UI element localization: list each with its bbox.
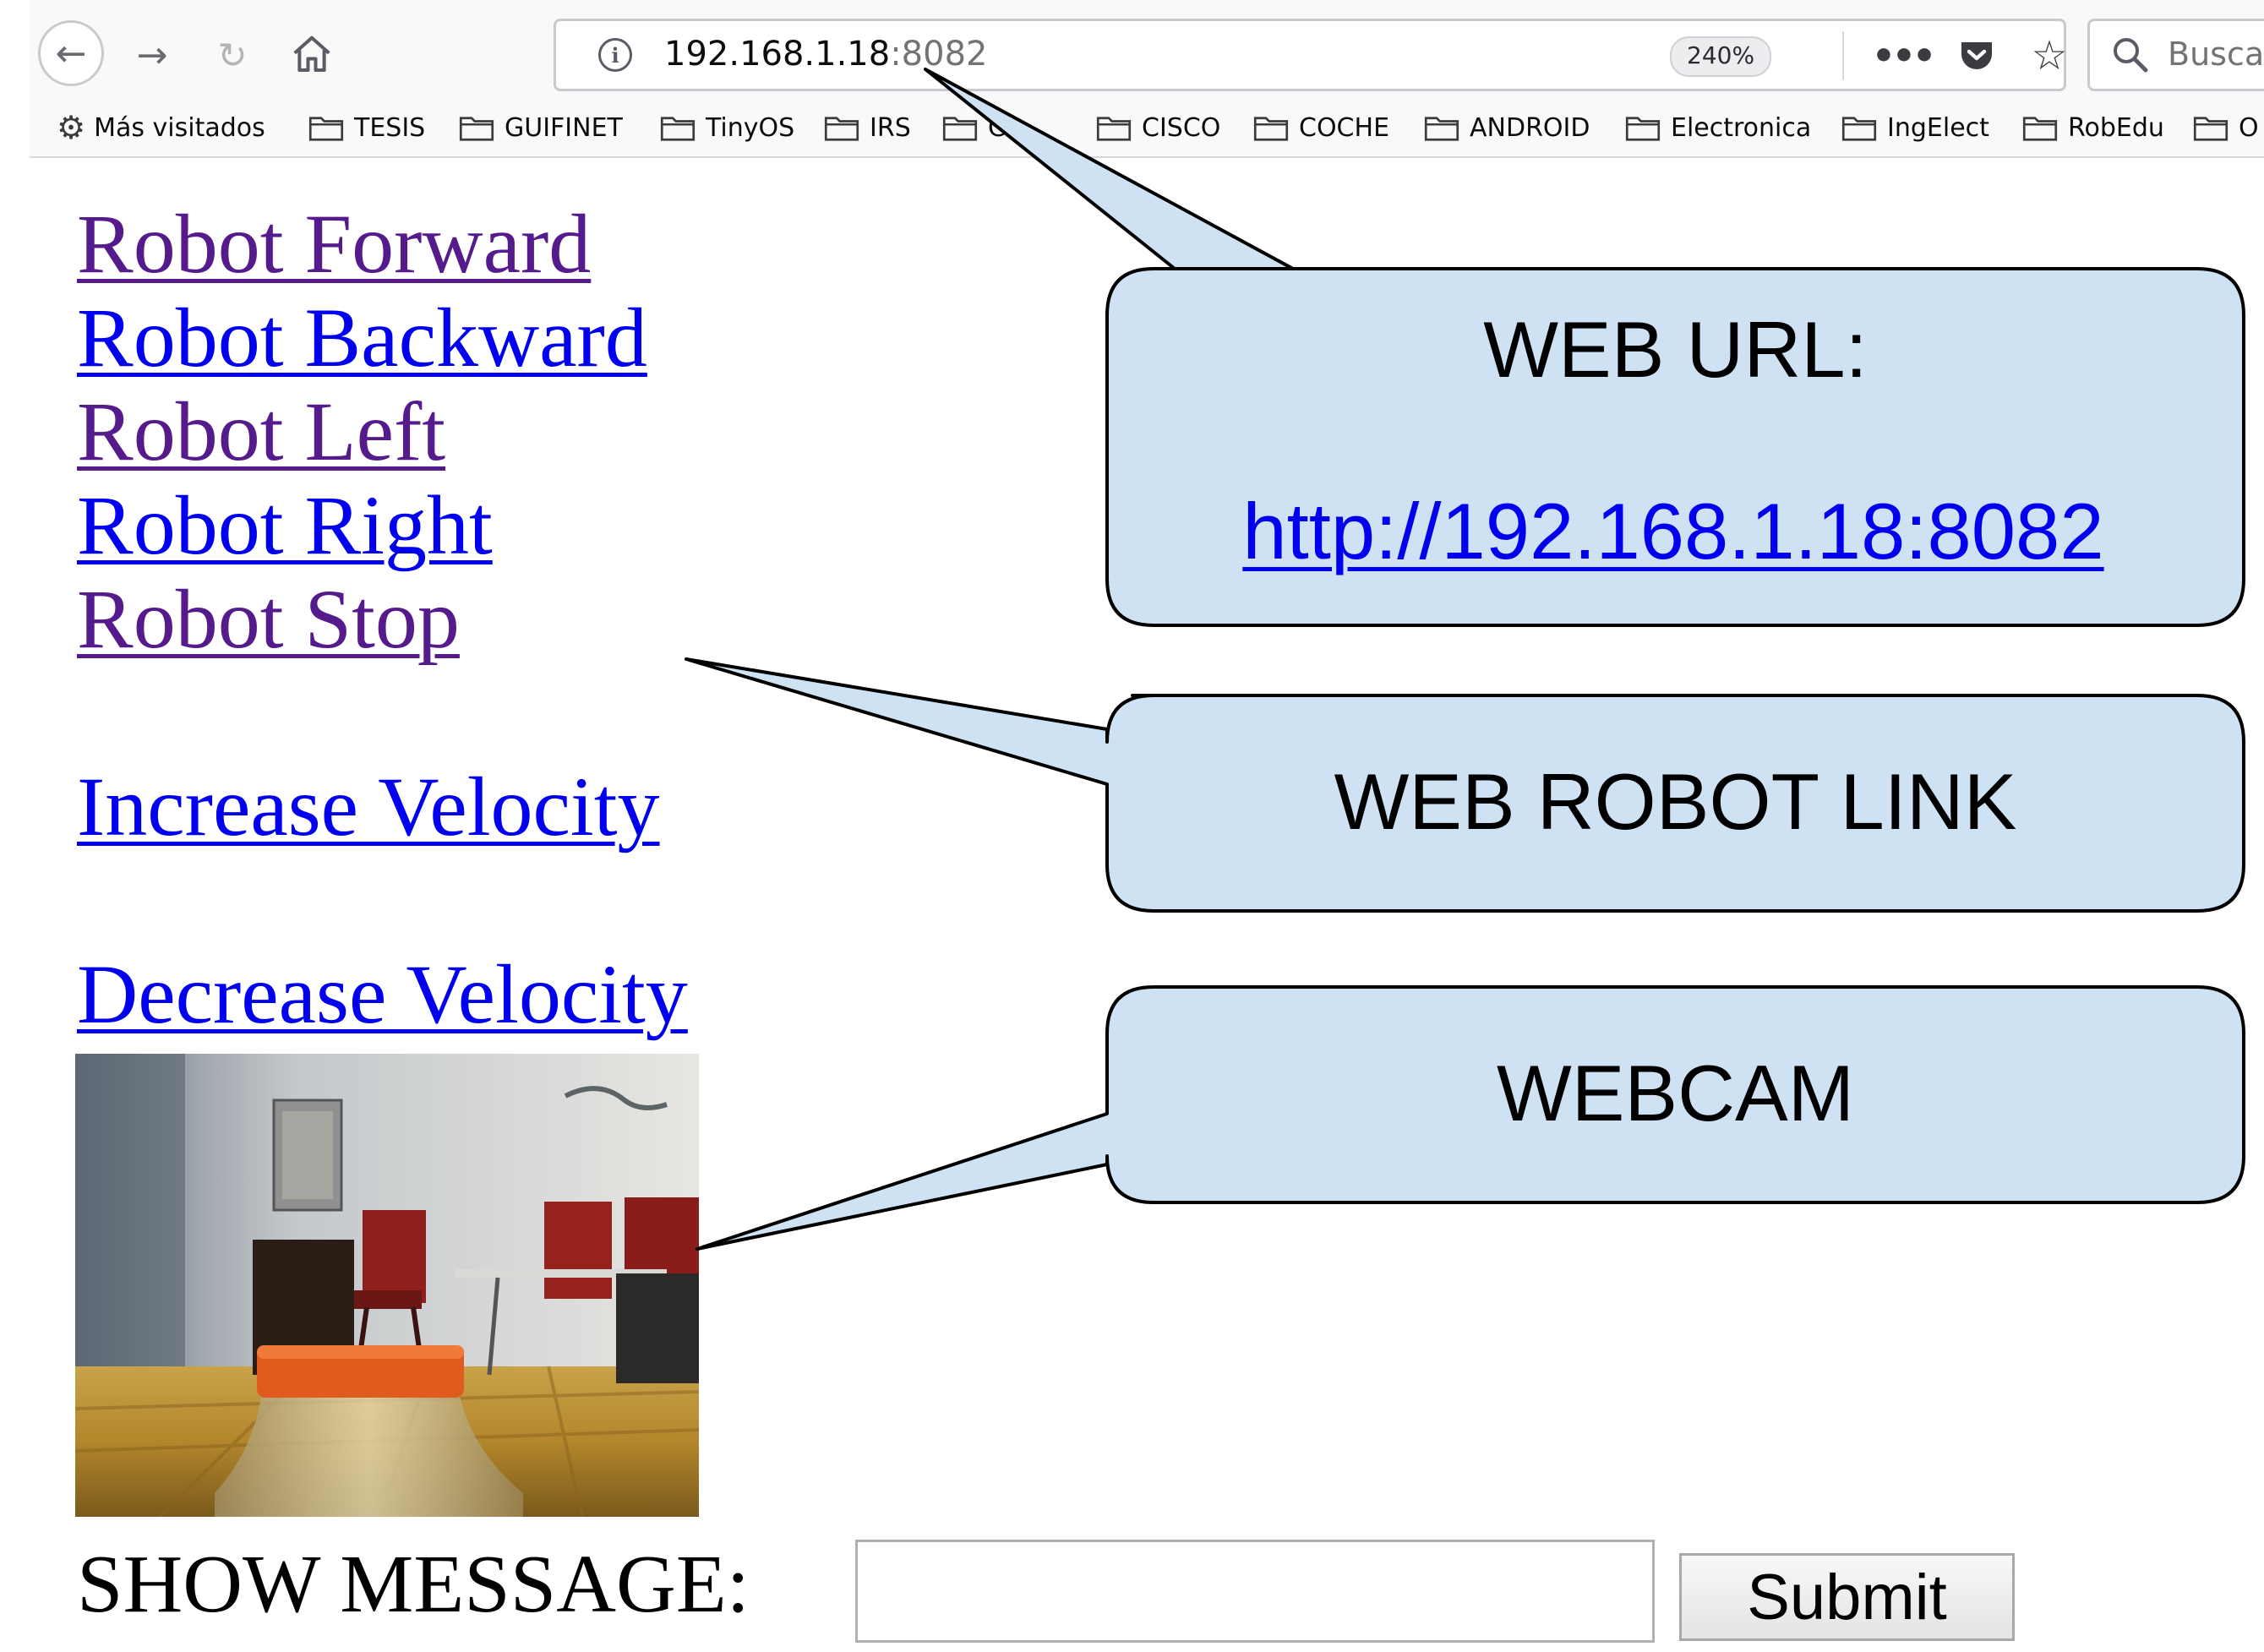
bookmark-folder-cisco[interactable]: CISCO <box>1096 106 1220 149</box>
search-placeholder: Buscar <box>2168 35 2264 73</box>
bookmark-star-icon[interactable]: ☆ <box>2031 32 2068 79</box>
folder-icon <box>942 117 978 141</box>
bookmark-label: CA <box>988 112 1023 143</box>
bookmark-label: IngElect <box>1887 112 1989 143</box>
bookmark-label: Más visitados <box>94 112 265 143</box>
browser-toolbar: ← → ↻ i 192.168.1.18:8082 240% ••• <box>30 0 2264 158</box>
back-arrow-icon: ← <box>55 31 87 75</box>
increase-velocity-link[interactable]: Increase Velocity <box>77 760 660 853</box>
url-bar[interactable]: i 192.168.1.18:8082 240% ••• ☆ <box>554 19 2068 91</box>
folder-icon <box>1841 117 1877 141</box>
folder-icon <box>2022 117 2058 141</box>
bookmark-label: RobEdu <box>2068 112 2164 143</box>
bookmark-label: CISCO <box>1142 112 1221 143</box>
folder-icon <box>1625 117 1661 141</box>
folder-icon <box>1253 117 1289 141</box>
robot-stop-link[interactable]: Robot Stop <box>77 572 460 666</box>
callout-web-url-title: WEB URL: <box>1483 305 1868 394</box>
back-button[interactable]: ← <box>38 20 104 86</box>
bookmark-folder-tesis[interactable]: TESIS <box>308 106 425 149</box>
url-bar-divider <box>1842 31 1844 80</box>
folder-icon <box>2193 117 2229 141</box>
callout-web-robot-link: WEB ROBOT LINK <box>1334 757 2017 846</box>
decrease-velocity-link[interactable]: Decrease Velocity <box>77 947 688 1041</box>
reload-button[interactable]: ↻ <box>203 25 262 85</box>
bookmark-label: COCHE <box>1299 112 1390 143</box>
submit-button[interactable]: Submit <box>1679 1553 2015 1641</box>
bookmark-label: GUIFINET <box>505 112 623 143</box>
bookmark-most-visited[interactable]: ⚙ Más visitados <box>57 106 265 149</box>
callout-web-url-link[interactable]: http://192.168.1.18:8082 <box>1242 487 2104 575</box>
folder-icon <box>1096 117 1132 141</box>
bookmark-label: IRS <box>870 112 911 143</box>
robot-left-link[interactable]: Robot Left <box>77 384 446 478</box>
robot-right-link[interactable]: Robot Right <box>77 478 493 572</box>
bookmark-folder-robedu[interactable]: RobEdu <box>2022 106 2164 149</box>
zoom-level-badge[interactable]: 240% <box>1670 36 1772 77</box>
gear-icon: ⚙ <box>57 109 86 146</box>
reload-icon: ↻ <box>217 34 248 76</box>
bookmark-folder-electronica[interactable]: Electronica <box>1625 106 1811 149</box>
folder-icon <box>660 117 696 141</box>
webcam-frame-graphic <box>75 1054 699 1517</box>
bookmark-label: Electronica <box>1671 112 1812 143</box>
bookmark-folder-ingelect[interactable]: IngElect <box>1841 106 1989 149</box>
info-icon[interactable]: i <box>598 38 632 72</box>
url-port: :8082 <box>890 35 988 74</box>
folder-icon <box>308 117 344 141</box>
bookmark-folder-coche[interactable]: COCHE <box>1253 106 1389 149</box>
folder-icon <box>1424 117 1459 141</box>
bookmark-folder-tinyos[interactable]: TinyOS <box>660 106 794 149</box>
robot-backward-link[interactable]: Robot Backward <box>77 291 647 384</box>
folder-icon <box>459 117 494 141</box>
robot-forward-link[interactable]: Robot Forward <box>77 197 592 291</box>
bookmark-label: TESIS <box>354 112 426 143</box>
url-text[interactable]: 192.168.1.18:8082 <box>664 35 987 74</box>
pocket-icon[interactable] <box>1949 28 2005 84</box>
pocket-shield-graphic <box>1961 42 1992 69</box>
bookmark-folder-android[interactable]: ANDROID <box>1424 106 1590 149</box>
url-host: 192.168.1.18 <box>664 35 891 74</box>
folder-icon <box>824 117 859 141</box>
webcam-image <box>75 1054 699 1517</box>
forward-button[interactable]: → <box>123 25 182 85</box>
bookmarks-toolbar: ⚙ Más visitados TESIS GUIFINET TinyOS IR… <box>30 101 2264 154</box>
bookmark-folder-guifinet[interactable]: GUIFINET <box>459 106 623 149</box>
bookmark-folder-ca[interactable]: CA <box>942 106 1023 149</box>
message-input[interactable] <box>855 1540 1655 1643</box>
home-icon <box>293 35 330 73</box>
home-button[interactable] <box>279 24 345 86</box>
page-actions-more-icon[interactable]: ••• <box>1871 34 1936 78</box>
bookmark-label: ANDROID <box>1470 112 1590 143</box>
show-message-label: SHOW MESSAGE: <box>77 1539 750 1630</box>
bookmark-folder-irs[interactable]: IRS <box>824 106 911 149</box>
search-icon <box>2114 38 2148 73</box>
bookmark-label: TinyOS <box>706 112 795 143</box>
bookmark-folder-other[interactable]: O <box>2193 106 2259 149</box>
search-box[interactable]: Buscar <box>2087 19 2264 91</box>
bookmark-label: O <box>2239 112 2259 143</box>
forward-arrow-icon: → <box>136 33 168 77</box>
callout-webcam: WEBCAM <box>1497 1049 1854 1137</box>
